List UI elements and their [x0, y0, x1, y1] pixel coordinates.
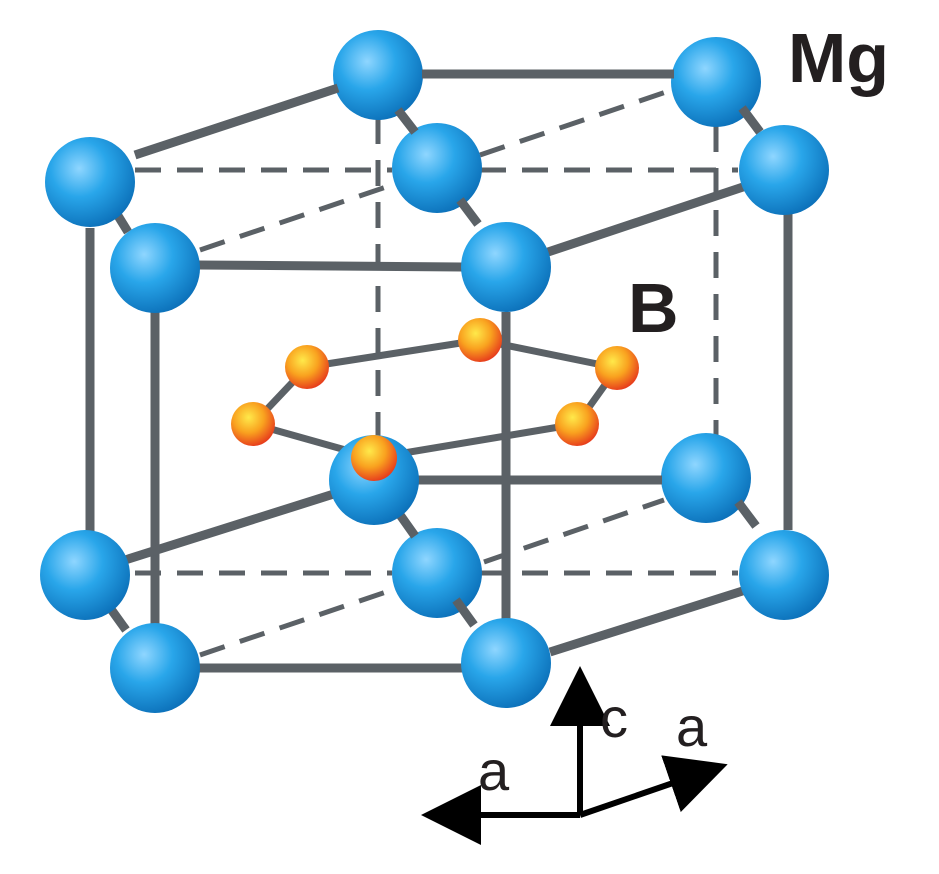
solid-edge — [548, 583, 754, 657]
mg-atom — [461, 618, 551, 708]
b-b-bond — [306, 336, 481, 371]
b-atom — [555, 402, 599, 446]
b-label: B — [628, 269, 679, 347]
mg-atom — [739, 125, 829, 215]
solid-edges — [85, 69, 793, 673]
lattice-axes: c a a — [421, 666, 728, 845]
b-atom — [458, 318, 502, 362]
back-atoms — [333, 30, 761, 618]
mg-atom — [671, 37, 761, 127]
axis-c-label: c — [600, 686, 628, 749]
mg-label: Mg — [788, 19, 889, 97]
solid-edge — [546, 179, 754, 257]
mg-atom — [110, 623, 200, 713]
mg-atom — [461, 222, 551, 312]
mg-atom — [40, 530, 130, 620]
dashed-back-edges — [135, 87, 738, 658]
mg-atom — [392, 123, 482, 213]
mg-atom — [661, 433, 751, 523]
solid-edge — [452, 597, 478, 628]
mg-atom — [392, 528, 482, 618]
dashed-edge — [199, 587, 393, 658]
solid-edge — [394, 107, 419, 135]
mg-atom — [739, 530, 829, 620]
b-atom — [351, 435, 397, 481]
b-atom — [231, 402, 275, 446]
solid-edge — [456, 197, 482, 227]
dashed-edge — [483, 497, 665, 565]
axis-a-right-arrow — [579, 755, 728, 818]
b-b-bond — [479, 336, 618, 372]
solid-edge — [123, 487, 342, 565]
dashed-edge — [479, 87, 673, 158]
axis-a-left-label: a — [478, 739, 510, 802]
solid-edge — [197, 260, 463, 272]
b-atom — [285, 345, 329, 389]
mg-atom — [333, 30, 423, 120]
front-atoms — [40, 125, 829, 713]
boron-atoms — [231, 318, 639, 481]
dashed-edge — [199, 182, 393, 253]
axis-a-right-label: a — [676, 695, 708, 758]
solid-edge — [133, 83, 340, 160]
mg-atom — [45, 137, 135, 227]
solid-edge — [734, 499, 760, 529]
solid-edge — [738, 105, 764, 135]
mg-atom — [110, 223, 200, 313]
b-atom — [595, 346, 639, 390]
